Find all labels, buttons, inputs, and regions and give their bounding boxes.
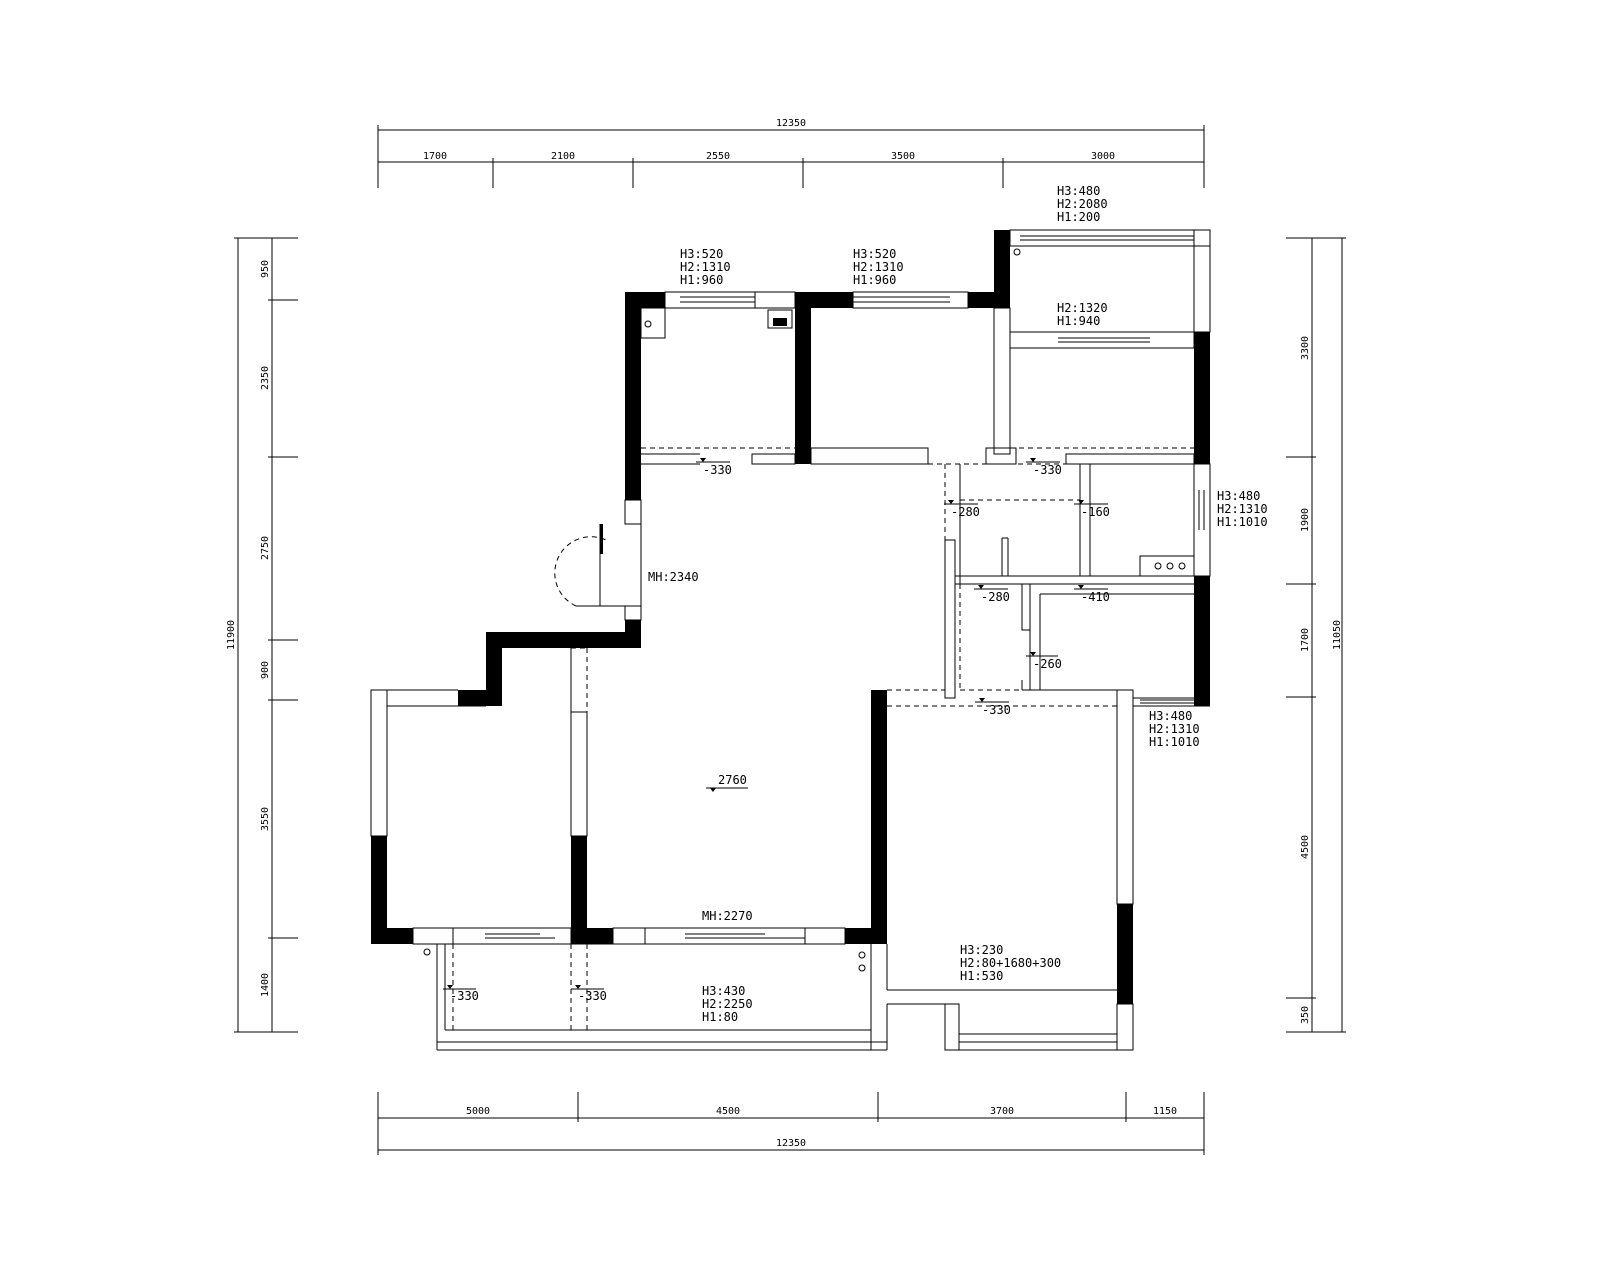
dim-bottom-seg: 3700 bbox=[990, 1106, 1014, 1117]
level-label: -330 bbox=[703, 463, 732, 477]
note-line: H1:200 bbox=[1057, 210, 1100, 224]
dim-top-seg: 3500 bbox=[891, 151, 915, 162]
level-marker: -330 bbox=[975, 698, 1011, 717]
note-line: H1:1010 bbox=[1217, 515, 1268, 529]
thresholds bbox=[452, 447, 1194, 1030]
level-label: -330 bbox=[450, 989, 479, 1003]
dim-bottom-seg: 5000 bbox=[466, 1106, 490, 1117]
level-marker: -330 bbox=[571, 985, 607, 1003]
dimension-left: 950 2350 2750 900 3550 1400 11900 bbox=[226, 237, 298, 1033]
level-label: -260 bbox=[1033, 657, 1062, 671]
note-line: H2:1310 bbox=[1149, 722, 1200, 736]
level-marker: -330 bbox=[1026, 458, 1062, 477]
dim-right-seg: 1900 bbox=[1300, 508, 1311, 532]
level-marker: -410 bbox=[1074, 585, 1110, 604]
note-line: H2:2250 bbox=[702, 997, 753, 1011]
note-line: H2:1310 bbox=[1217, 502, 1268, 516]
dim-left-total: 11900 bbox=[226, 620, 237, 650]
note-line: H2:2080 bbox=[1057, 197, 1108, 211]
window-note-kitchen-right: H3:480 H2:1310 H1:1010 bbox=[1217, 489, 1268, 529]
level-label: -280 bbox=[951, 505, 980, 519]
dim-right-seg: 4500 bbox=[1300, 835, 1311, 859]
structural-walls bbox=[371, 230, 1210, 1004]
note-line: H1:1010 bbox=[1149, 735, 1200, 749]
dim-top-seg: 2100 bbox=[551, 151, 575, 162]
note-line: H1:530 bbox=[960, 969, 1003, 983]
note-line: H2:1310 bbox=[853, 260, 904, 274]
level-label: -280 bbox=[981, 590, 1010, 604]
dim-left-seg: 950 bbox=[260, 260, 271, 278]
level-label: 2760 bbox=[718, 773, 747, 787]
dim-left-seg: 900 bbox=[260, 661, 271, 679]
window-note-top-right: H3:480 H2:2080 H1:200 bbox=[1057, 184, 1108, 224]
level-marker: -280 bbox=[944, 500, 980, 519]
dim-right-seg: 1700 bbox=[1300, 628, 1311, 652]
level-marker: -280 bbox=[974, 585, 1010, 604]
door-height-entry: MH:2340 bbox=[648, 570, 699, 584]
entry-door bbox=[554, 524, 625, 607]
dim-top-seg: 3000 bbox=[1091, 151, 1115, 162]
window-note-balcony-right: H3:230 H2:80+1680+300 H1:530 bbox=[960, 943, 1061, 983]
dim-top-total: 12350 bbox=[776, 118, 806, 129]
dim-right-total: 11050 bbox=[1332, 620, 1343, 650]
dim-bottom-seg: 1150 bbox=[1153, 1106, 1177, 1117]
note-line: H1:960 bbox=[853, 273, 896, 287]
window-note-balcony-bottom: H3:430 H2:2250 H1:80 bbox=[702, 984, 753, 1024]
door-height-living: MH:2270 bbox=[702, 909, 753, 923]
window-note-bedroom-left: H3:520 H2:1310 H1:960 bbox=[680, 247, 731, 287]
window-note-bedroom-right-inner: H2:1320 H1:940 bbox=[1057, 301, 1108, 328]
dim-left-seg: 3550 bbox=[260, 807, 271, 831]
level-marker: -160 bbox=[1074, 500, 1110, 519]
window-note-utility-right: H3:480 H2:1310 H1:1010 bbox=[1149, 709, 1200, 749]
dim-bottom-total: 12350 bbox=[776, 1138, 806, 1149]
level-label: -410 bbox=[1081, 590, 1110, 604]
note-line: H2:1320 bbox=[1057, 301, 1108, 315]
note-line: H1:940 bbox=[1057, 314, 1100, 328]
level-label: -160 bbox=[1081, 505, 1110, 519]
dim-top-seg: 1700 bbox=[423, 151, 447, 162]
windows bbox=[412, 235, 1194, 945]
level-marker: -260 bbox=[1026, 652, 1062, 671]
dimension-right: 3300 1900 1700 4500 350 11050 bbox=[1286, 237, 1346, 1033]
note-line: H3:230 bbox=[960, 943, 1003, 957]
note-line: H3:480 bbox=[1057, 184, 1100, 198]
note-line: H1:80 bbox=[702, 1010, 738, 1024]
note-line: H3:520 bbox=[853, 247, 896, 261]
level-marker: -330 bbox=[696, 458, 732, 477]
window-note-bedroom-mid: H3:520 H2:1310 H1:960 bbox=[853, 247, 904, 287]
note-line: H3:480 bbox=[1149, 709, 1192, 723]
note-line: H2:80+1680+300 bbox=[960, 956, 1061, 970]
note-line: H3:520 bbox=[680, 247, 723, 261]
note-line: H1:960 bbox=[680, 273, 723, 287]
level-label: -330 bbox=[982, 703, 1011, 717]
note-line: H3:480 bbox=[1217, 489, 1260, 503]
dim-left-seg: 2350 bbox=[260, 366, 271, 390]
level-marker: 2760 bbox=[706, 773, 748, 792]
note-line: H2:1310 bbox=[680, 260, 731, 274]
dim-bottom-seg: 4500 bbox=[716, 1106, 740, 1117]
dimension-bottom: 5000 4500 3700 1150 12350 bbox=[377, 1092, 1205, 1155]
level-label: -330 bbox=[578, 989, 607, 1003]
dimension-top: 12350 1700 2100 2550 3500 3000 bbox=[377, 118, 1205, 188]
dim-right-seg: 3300 bbox=[1300, 336, 1311, 360]
level-marker: -330 bbox=[443, 985, 479, 1003]
dim-top-seg: 2550 bbox=[706, 151, 730, 162]
dim-left-seg: 1400 bbox=[260, 973, 271, 997]
note-line: H3:430 bbox=[702, 984, 745, 998]
level-label: -330 bbox=[1033, 463, 1062, 477]
dim-right-seg: 350 bbox=[1300, 1006, 1311, 1024]
dim-left-seg: 2750 bbox=[260, 536, 271, 560]
